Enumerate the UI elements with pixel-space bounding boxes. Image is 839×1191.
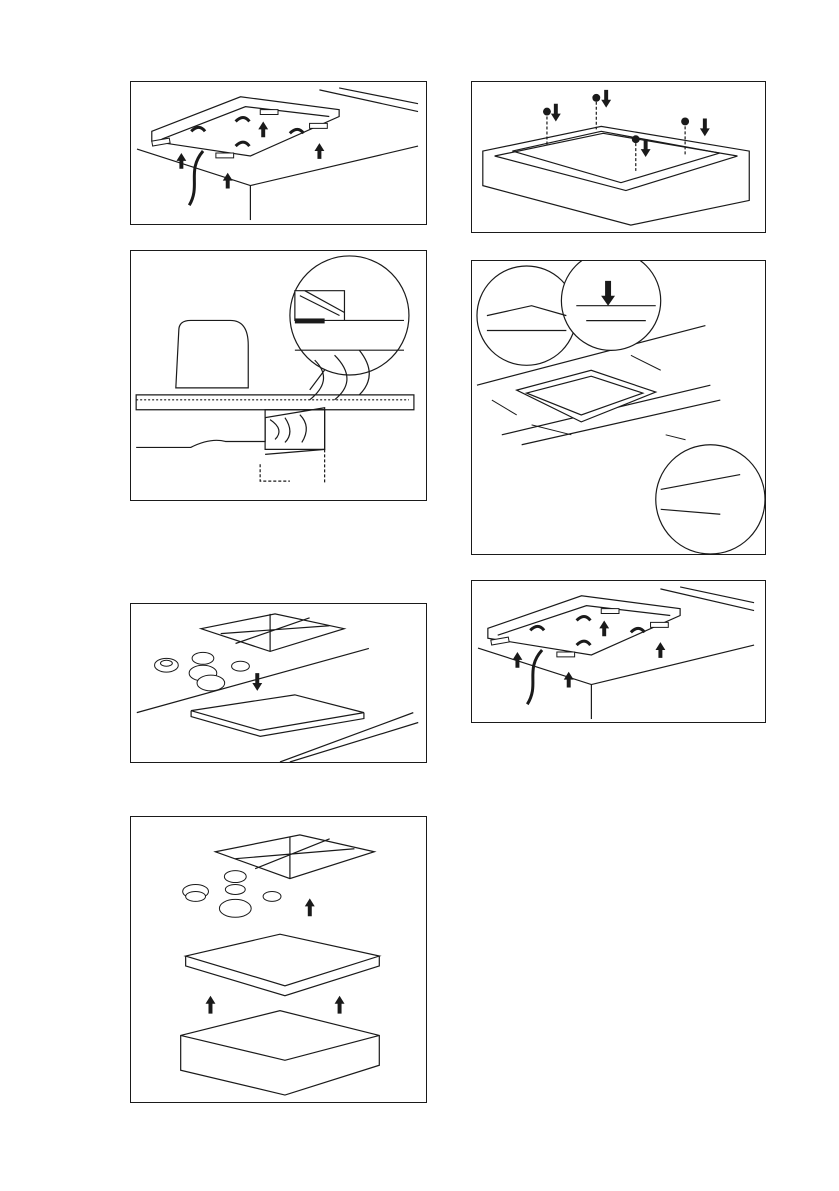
- figure-3-hob-removal: [130, 603, 427, 763]
- exploded-view-illustration: [131, 817, 426, 1102]
- figure-4-exploded-view: [130, 816, 427, 1103]
- hob-removal-illustration: [131, 604, 426, 762]
- bracket-fixing-illustration: [131, 82, 426, 224]
- magnifier-icon: [477, 266, 576, 365]
- burner-cap-icon: [183, 871, 281, 918]
- screw-fixing-illustration: [472, 82, 765, 232]
- cable-icon: [527, 650, 542, 704]
- down-arrow-icon: [252, 673, 262, 691]
- rotate-arrow-icon: [530, 616, 644, 645]
- knob-icon: [176, 320, 248, 387]
- worktop-edge-line: [319, 88, 418, 112]
- figure-1-bracket-fixing: [130, 81, 427, 225]
- box-icon: [181, 1011, 380, 1095]
- seal-application-illustration: [472, 261, 765, 554]
- figure-7-bracket-fixing: [471, 580, 766, 723]
- figure-5-screw-fixing: [471, 81, 766, 233]
- worktop-section-icon: [136, 395, 414, 410]
- hob-top-icon: [186, 934, 380, 996]
- figure-6-seal-application: [471, 260, 766, 555]
- bracket-fixing-illustration-2: [472, 581, 765, 722]
- cable-icon: [189, 151, 203, 205]
- pan-support-icon: [201, 614, 344, 652]
- hob-top-icon: [191, 695, 364, 736]
- figure-2-worktop-section: [130, 250, 427, 501]
- magnifier-icon: [656, 445, 765, 554]
- worktop-section-illustration: [131, 251, 426, 500]
